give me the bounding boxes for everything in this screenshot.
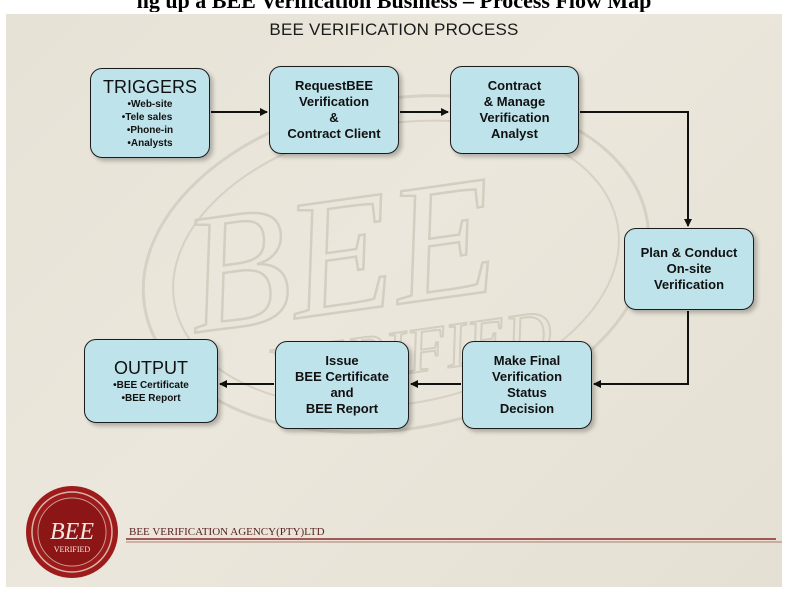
plan-line: Verification [653,277,725,292]
contract-line: & Manage [483,94,546,109]
triggers-box: TRIGGERS Web-site •Tele sales Phone-in A… [90,68,210,158]
issue-certificate-box: Issue BEE Certificate and BEE Report [275,341,409,429]
final-line: Status [507,385,547,400]
bee-verified-seal-logo: BEE VERIFIED [26,486,118,578]
seal-subtext: VERIFIED [54,545,91,554]
request-line: Verification [298,94,370,109]
plan-conduct-box: Plan & Conduct On-site Verification [624,228,754,310]
request-line: & [329,110,339,125]
trigger-item: Analysts [127,137,173,150]
contract-analyst-box: Contract & Manage Verification Analyst [450,66,579,154]
page-heading-cropped: ng up a BEE Verification Business – Proc… [0,0,788,12]
arrow-contract-to-plan [580,111,692,227]
issue-line: Issue [325,353,359,368]
slide-title: BEE VERIFICATION PROCESS [269,20,519,39]
flow-arrows [211,108,692,388]
trigger-item: Phone-in [127,124,173,137]
request-verification-box: RequestBEE Verification & Contract Clien… [269,66,399,154]
footer-rule [126,538,782,543]
issue-line: BEE Report [305,401,379,416]
svg-text:BEE: BEE [173,140,508,370]
final-line: Verification [491,369,563,384]
issue-line: and [330,385,354,400]
request-line: Contract Client [287,126,381,141]
plan-line: On-site [666,261,712,276]
final-line: Make Final [493,353,561,368]
plan-line: Plan & Conduct [640,245,738,260]
contract-line: Contract [487,78,542,93]
trigger-item: •Tele sales [121,111,173,123]
output-item: BEE Certificate [113,379,189,392]
contract-line: Verification [479,110,550,125]
agency-name: BEE VERIFICATION AGENCY(PTY)LTD [129,526,325,538]
triggers-title: TRIGGERS [102,76,197,97]
request-line: RequestBEE [294,78,374,93]
output-item: BEE Report [113,392,189,405]
issue-line: BEE Certificate [295,369,389,384]
output-title: OUTPUT [114,357,188,378]
output-box: OUTPUT BEE Certificate BEE Report [84,339,218,423]
slide: BEE VERIFIED BEE VERIFICATION PROCESS TR… [6,14,782,587]
contract-line: Analyst [491,126,538,141]
arrow-plan-to-final [593,311,689,388]
final-line: Decision [499,401,555,416]
final-decision-box: Make Final Verification Status Decision [462,341,592,429]
seal-text: BEE [50,519,94,545]
trigger-item: Web-site [127,98,173,111]
